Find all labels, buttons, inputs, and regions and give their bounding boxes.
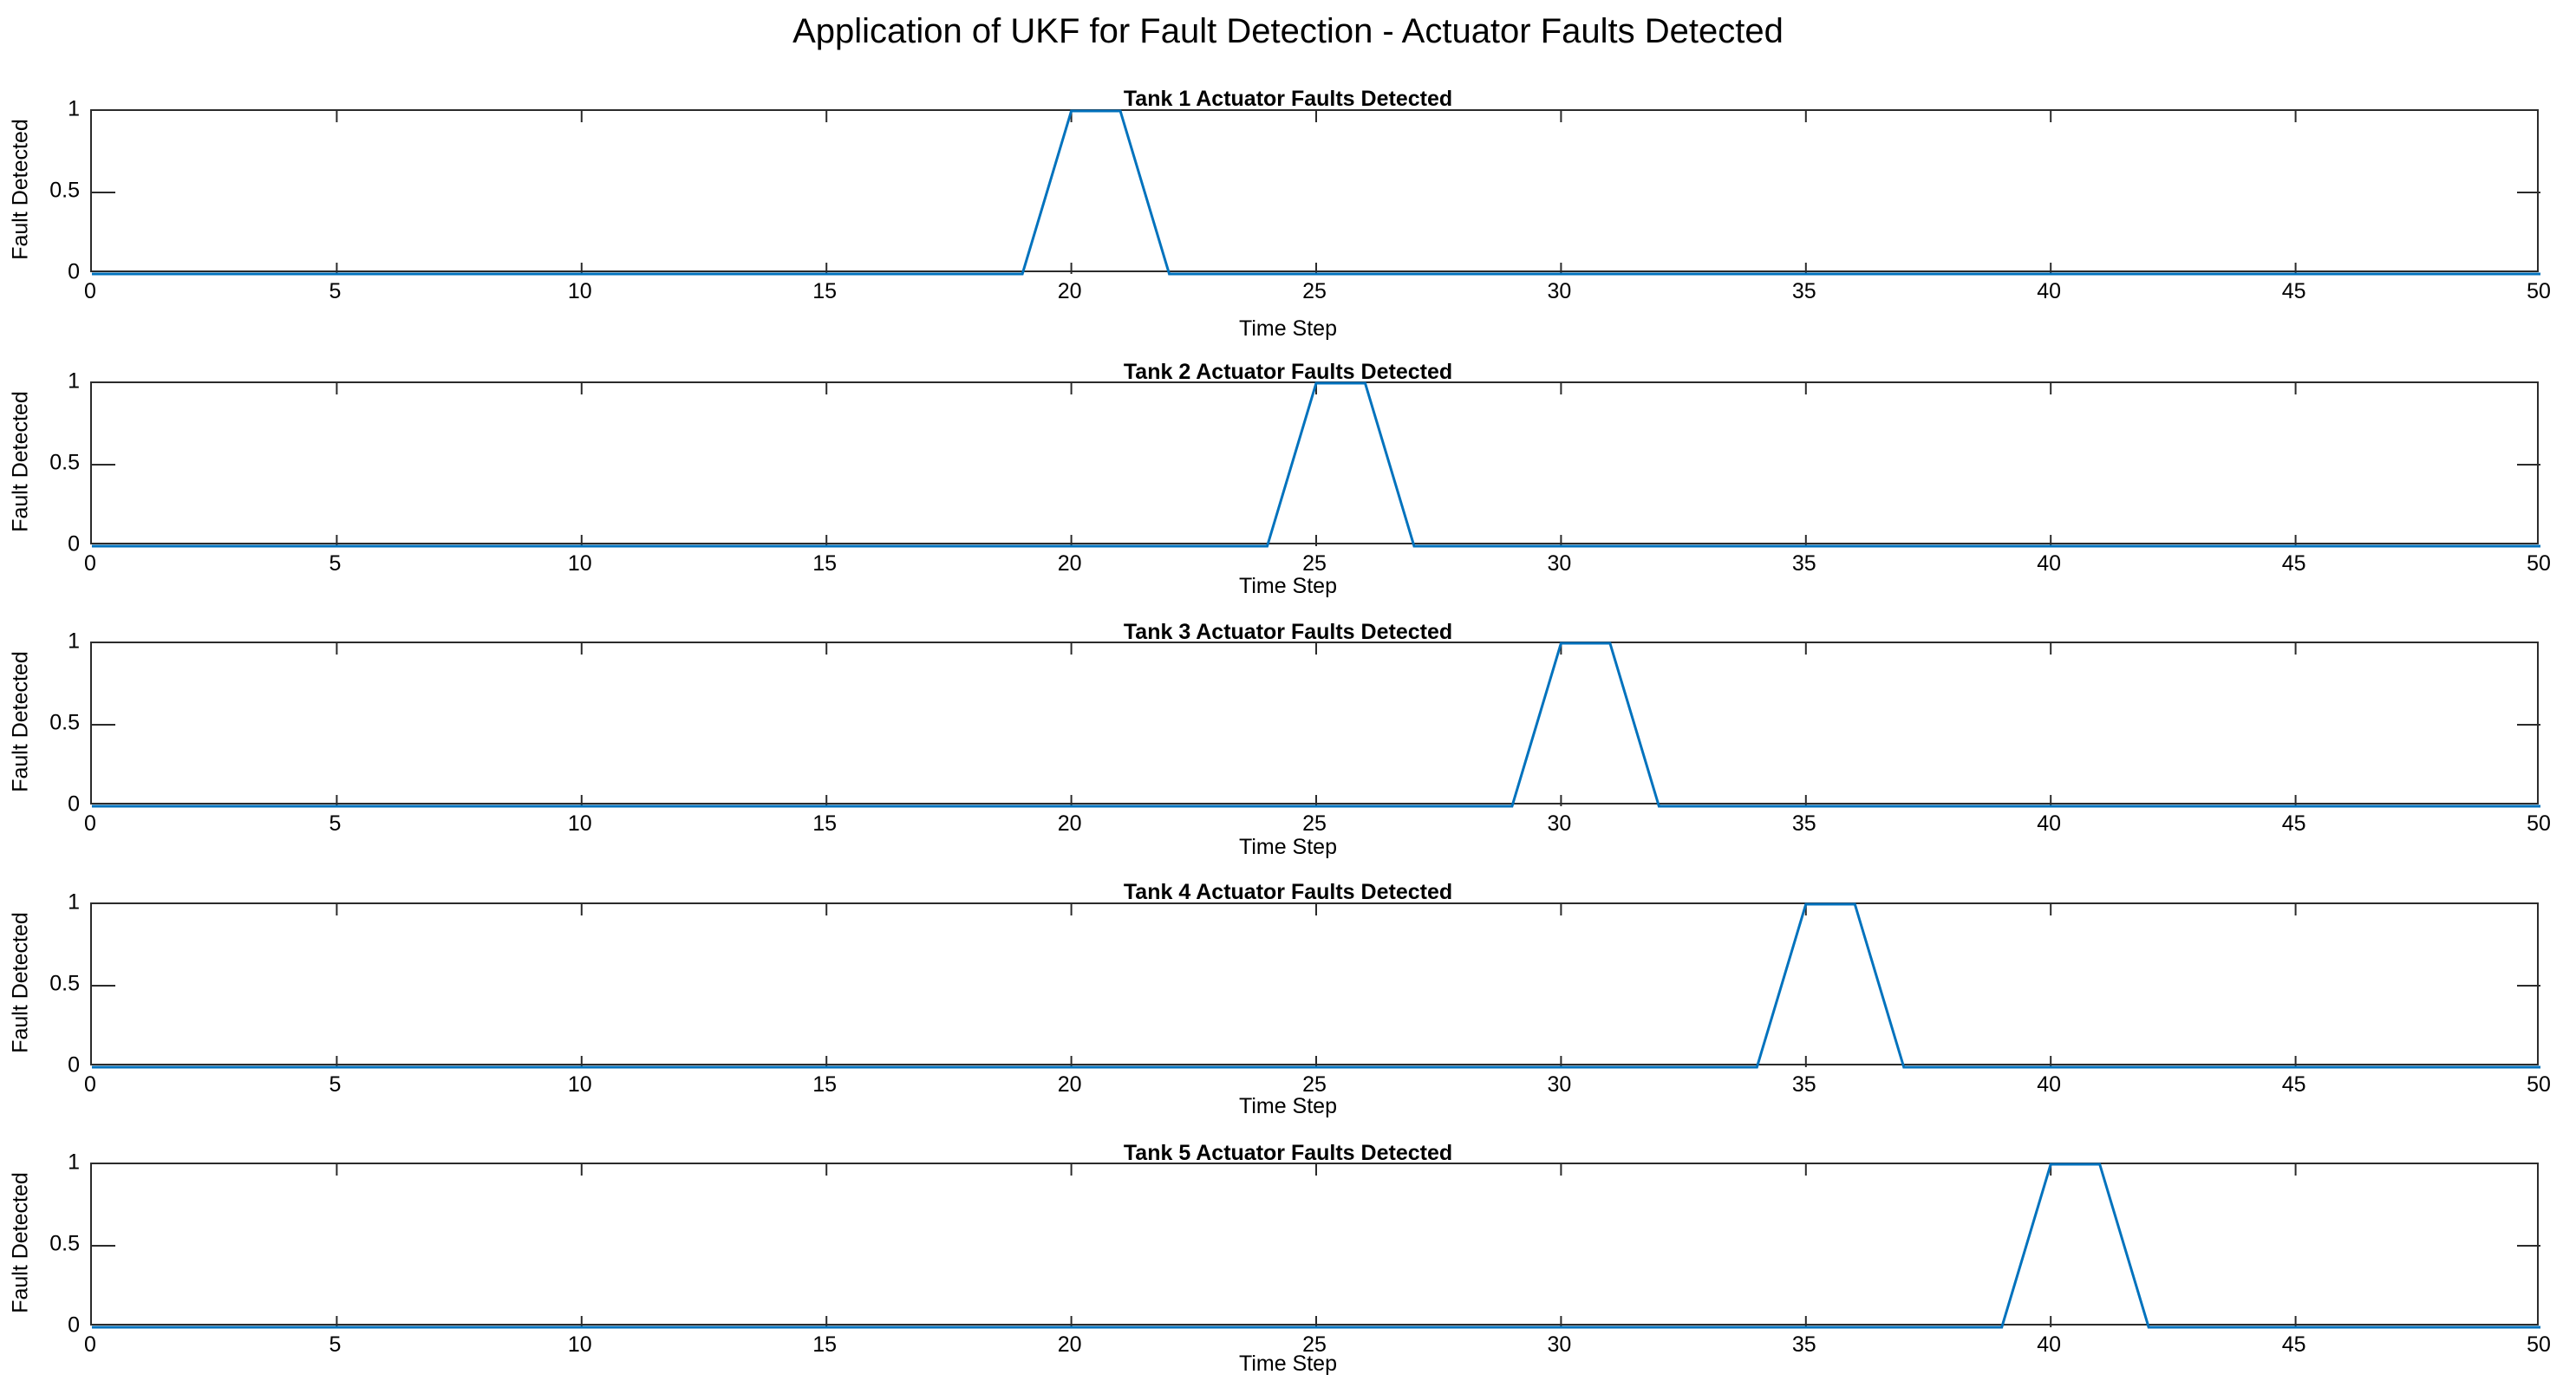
y-tick-label: 0 — [68, 531, 80, 557]
axes-canvas-tank-3 — [92, 642, 2540, 808]
x-tick-label: 15 — [812, 551, 838, 576]
plot-area-tank-3 — [90, 642, 2540, 808]
x-tick-label: 35 — [1791, 811, 1816, 836]
x-tick-label: 30 — [1547, 279, 1572, 303]
x-tick-label: 10 — [567, 279, 592, 303]
axes-canvas-tank-1 — [92, 109, 2540, 276]
x-tick-label: 20 — [1057, 1332, 1082, 1357]
x-tick-label: 25 — [1302, 1332, 1327, 1357]
y-tick-label: 0.5 — [49, 710, 80, 735]
x-tick-label: 5 — [329, 279, 342, 303]
y-tick-label: 1 — [68, 1150, 80, 1175]
subplot-title-tank-1: Tank 1 Actuator Faults Detected — [1123, 87, 1453, 111]
x-tick-label: 50 — [2527, 551, 2551, 576]
x-tick-label: 40 — [2037, 551, 2062, 576]
y-tick-label: 1 — [68, 889, 80, 915]
x-tick-label: 20 — [1057, 1072, 1082, 1097]
x-tick-label: 25 — [1302, 551, 1327, 576]
y-tick-label: 0 — [68, 259, 80, 284]
y-tick-label: 0.5 — [49, 1231, 80, 1256]
x-tick-label: 0 — [84, 279, 96, 303]
x-tick-label: 15 — [812, 1332, 838, 1357]
axes-canvas-tank-2 — [92, 381, 2540, 548]
subplot-title-tank-3: Tank 3 Actuator Faults Detected — [1123, 620, 1453, 644]
subplot-title-tank-2: Tank 2 Actuator Faults Detected — [1123, 360, 1453, 384]
x-tick-label: 25 — [1302, 1072, 1327, 1097]
x-tick-label: 20 — [1057, 811, 1082, 836]
x-tick-label: 30 — [1547, 811, 1572, 836]
subplot-title-tank-4: Tank 4 Actuator Faults Detected — [1123, 880, 1453, 904]
x-tick-label: 30 — [1547, 551, 1572, 576]
x-tick-label: 45 — [2281, 811, 2306, 836]
y-tick-label: 1 — [68, 368, 80, 394]
x-tick-label: 5 — [329, 811, 342, 836]
x-tick-label: 50 — [2527, 279, 2551, 303]
x-axis-label-tank-1: Time Step — [1238, 316, 1337, 341]
x-tick-label: 40 — [2037, 1332, 2062, 1357]
data-line-tank-4-series-0 — [92, 902, 2540, 1069]
x-axis-label-tank-3: Time Step — [1238, 835, 1337, 859]
x-tick-label: 5 — [329, 1072, 342, 1097]
x-tick-label: 0 — [84, 811, 96, 836]
x-tick-label: 50 — [2527, 1332, 2551, 1357]
x-tick-label: 0 — [84, 551, 96, 576]
y-tick-label: 0 — [68, 1313, 80, 1338]
x-tick-label: 20 — [1057, 551, 1082, 576]
x-tick-label: 45 — [2281, 279, 2306, 303]
x-tick-label: 35 — [1791, 551, 1816, 576]
figure-title: Application of UKF for Fault Detection -… — [792, 12, 1784, 50]
y-tick-label: 0 — [68, 791, 80, 817]
x-axis-label-tank-4: Time Step — [1238, 1094, 1337, 1118]
data-line-tank-1-series-0 — [92, 109, 2540, 276]
x-tick-label: 0 — [84, 1332, 96, 1357]
x-tick-label: 5 — [329, 551, 342, 576]
data-line-tank-5-series-0 — [92, 1163, 2540, 1329]
x-tick-label: 35 — [1791, 1072, 1816, 1097]
plot-area-tank-5 — [90, 1163, 2540, 1329]
x-axis-label-tank-2: Time Step — [1238, 574, 1337, 598]
x-tick-label: 30 — [1547, 1072, 1572, 1097]
x-tick-label: 15 — [812, 1072, 838, 1097]
plot-area-tank-1 — [90, 109, 2540, 276]
plot-area-tank-4 — [90, 902, 2540, 1069]
x-tick-label: 45 — [2281, 1332, 2306, 1357]
x-tick-label: 45 — [2281, 1072, 2306, 1097]
axes-canvas-tank-4 — [92, 902, 2540, 1069]
data-line-tank-3-series-0 — [92, 642, 2540, 808]
x-tick-label: 40 — [2037, 1072, 2062, 1097]
y-tick-label: 0 — [68, 1052, 80, 1078]
y-tick-label: 1 — [68, 96, 80, 121]
x-tick-label: 35 — [1791, 279, 1816, 303]
x-axis-label-tank-5: Time Step — [1238, 1352, 1337, 1376]
x-tick-label: 20 — [1057, 279, 1082, 303]
x-tick-label: 10 — [567, 1072, 592, 1097]
x-tick-label: 50 — [2527, 811, 2551, 836]
axes-canvas-tank-5 — [92, 1163, 2540, 1329]
y-tick-label: 0.5 — [49, 971, 80, 996]
y-tick-label: 0.5 — [49, 450, 80, 475]
x-tick-label: 10 — [567, 1332, 592, 1357]
y-tick-label: 0.5 — [49, 178, 80, 203]
x-tick-label: 45 — [2281, 551, 2306, 576]
x-tick-label: 30 — [1547, 1332, 1572, 1357]
x-tick-label: 50 — [2527, 1072, 2551, 1097]
x-tick-label: 15 — [812, 811, 838, 836]
y-tick-label: 1 — [68, 629, 80, 654]
plot-area-tank-2 — [90, 381, 2540, 548]
x-tick-label: 10 — [567, 551, 592, 576]
x-tick-label: 25 — [1302, 811, 1327, 836]
x-tick-label: 0 — [84, 1072, 96, 1097]
x-tick-label: 10 — [567, 811, 592, 836]
x-tick-label: 5 — [329, 1332, 342, 1357]
x-tick-label: 15 — [812, 279, 838, 303]
x-tick-label: 25 — [1302, 279, 1327, 303]
data-line-tank-2-series-0 — [92, 381, 2540, 548]
subplot-title-tank-5: Tank 5 Actuator Faults Detected — [1123, 1141, 1453, 1165]
x-tick-label: 40 — [2037, 811, 2062, 836]
x-tick-label: 40 — [2037, 279, 2062, 303]
x-tick-label: 35 — [1791, 1332, 1816, 1357]
